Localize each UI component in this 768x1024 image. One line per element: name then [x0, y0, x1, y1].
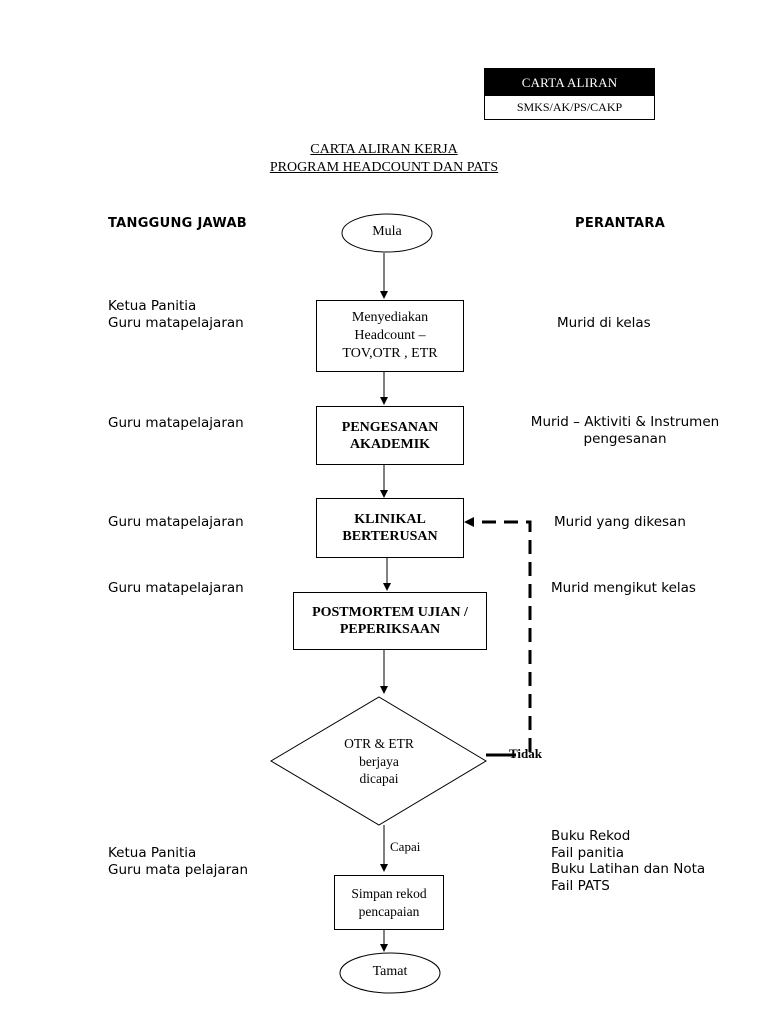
step-prepare-headcount: Menyediakan Headcount – TOV,OTR , ETR	[316, 300, 464, 372]
medium-row3: Murid yang dikesan	[554, 514, 686, 530]
medium-row2: Murid – Aktiviti & Instrumen pengesanan	[530, 414, 720, 447]
no-branch-arrowhead	[464, 517, 474, 527]
yes-branch-label: Capai	[390, 839, 421, 854]
step-save-record: Simpan rekod pencapaian	[334, 875, 444, 930]
no-branch-label: Tidak	[509, 746, 543, 761]
document-code: SMKS/AK/PS/CAKP	[516, 100, 623, 114]
responsible-row2: Guru matapelajaran	[108, 415, 244, 431]
column-heading-medium: PERANTARA	[575, 216, 666, 231]
responsible-row5: Ketua Panitia Guru mata pelajaran	[108, 845, 248, 878]
responsible-row3: Guru matapelajaran	[108, 514, 244, 530]
document-code-box: CARTA ALIRAN SMKS/AK/PS/CAKP	[484, 68, 655, 120]
medium-row1: Murid di kelas	[557, 315, 651, 331]
start-label: Mula	[372, 224, 402, 239]
column-heading-responsible: TANGGUNG JAWAB	[108, 216, 248, 231]
document-code-title: CARTA ALIRAN	[485, 69, 654, 96]
chart-title-line1: CARTA ALIRAN KERJA	[310, 142, 458, 157]
start-terminator	[341, 213, 433, 253]
step-continuous-clinic: KLINIKAL BERTERUSAN	[316, 498, 464, 558]
responsible-row4: Guru matapelajaran	[108, 580, 244, 596]
chart-title-line2: PROGRAM HEADCOUNT DAN PATS	[269, 160, 499, 175]
responsible-row1: Ketua Panitia Guru matapelajaran	[108, 298, 244, 331]
decision-diamond	[270, 696, 487, 826]
medium-row4: Murid mengikut kelas	[551, 580, 696, 596]
no-branch-loop	[473, 520, 532, 752]
medium-row5: Buku Rekod Fail panitia Buku Latihan dan…	[551, 828, 706, 894]
end-label: Tamat	[372, 964, 408, 979]
step-academic-detection: PENGESANAN AKADEMIK	[316, 406, 464, 465]
step-exam-postmortem: POSTMORTEM UJIAN / PEPERIKSAAN	[293, 592, 487, 650]
end-terminator	[339, 952, 441, 994]
decision-label: OTR & ETR berjaya dicapai	[344, 736, 414, 786]
